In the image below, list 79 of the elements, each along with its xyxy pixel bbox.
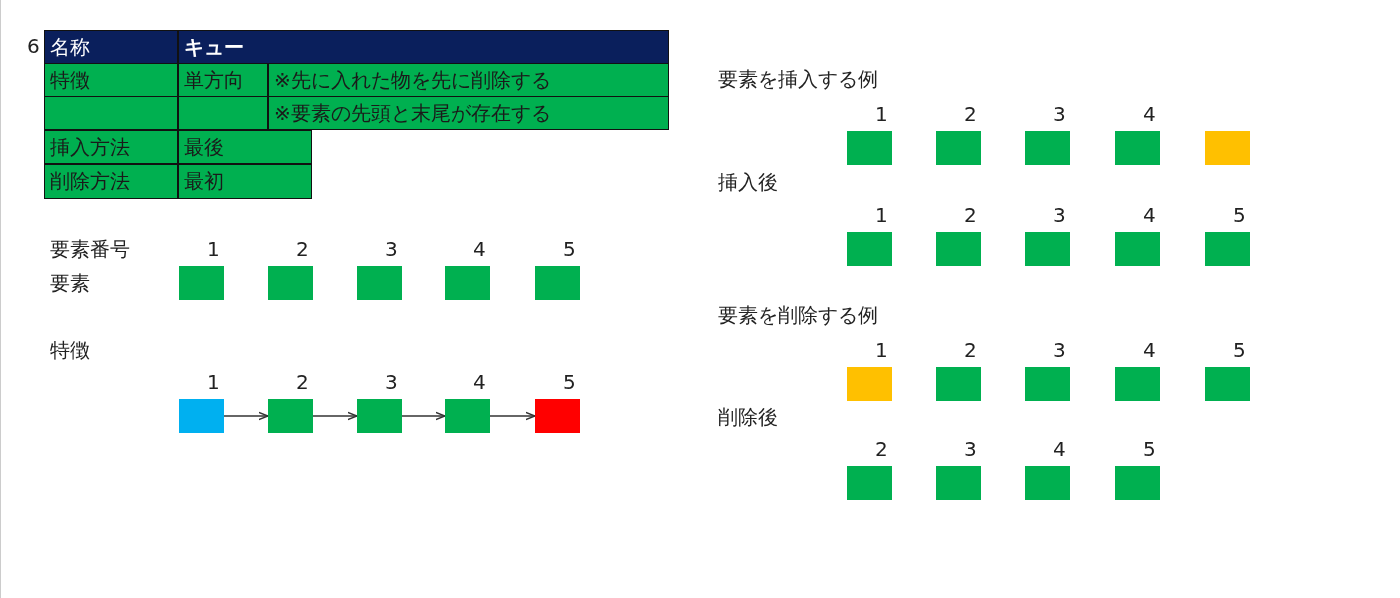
- arrow: [401, 411, 446, 421]
- table-cell: キュー: [178, 30, 669, 64]
- element-number: 1: [207, 237, 220, 261]
- section-heading: 要素を削除する例: [718, 303, 878, 327]
- element-number: 3: [1053, 203, 1066, 227]
- table-cell: 挿入方法: [44, 130, 178, 164]
- element-number: 1: [875, 338, 888, 362]
- element-block: [535, 399, 580, 433]
- element-number: 1: [207, 370, 220, 394]
- element-number: 2: [296, 370, 309, 394]
- element-number: 2: [875, 437, 888, 461]
- element-block: [1115, 131, 1160, 165]
- element-number: 5: [1233, 338, 1246, 362]
- element-block: [357, 399, 402, 433]
- element-number: 4: [1053, 437, 1066, 461]
- element-number: 3: [964, 437, 977, 461]
- element-block: [1115, 232, 1160, 266]
- element-number: 3: [1053, 102, 1066, 126]
- element-number: 5: [1233, 203, 1246, 227]
- element-block: [1025, 131, 1070, 165]
- element-block: [1025, 466, 1070, 500]
- arrow: [489, 411, 536, 421]
- element-block: [1025, 367, 1070, 401]
- element-number: 4: [1143, 203, 1156, 227]
- element-block: [936, 131, 981, 165]
- element-block: [847, 131, 892, 165]
- element-block: [847, 466, 892, 500]
- element-block: [1115, 367, 1160, 401]
- element-block: [357, 266, 402, 300]
- element-number: 3: [385, 237, 398, 261]
- table-cell: 単方向: [178, 63, 268, 97]
- element-number: 1: [875, 102, 888, 126]
- element-number: 3: [1053, 338, 1066, 362]
- row-label: 特徴: [50, 338, 90, 362]
- row-label: 削除後: [718, 405, 778, 429]
- element-number: 4: [1143, 102, 1156, 126]
- element-block: [1205, 232, 1250, 266]
- element-number: 3: [385, 370, 398, 394]
- element-block: [1205, 131, 1250, 165]
- element-block: [535, 266, 580, 300]
- element-number: 4: [473, 370, 486, 394]
- element-block: [445, 399, 490, 433]
- element-number: 2: [964, 338, 977, 362]
- element-block: [1025, 232, 1070, 266]
- table-cell: 削除方法: [44, 164, 178, 199]
- element-block: [936, 367, 981, 401]
- table-cell: 最後: [178, 130, 312, 164]
- element-number: 5: [1143, 437, 1156, 461]
- element-block: [1205, 367, 1250, 401]
- section-heading: 要素を挿入する例: [718, 67, 878, 91]
- element-block: [179, 266, 224, 300]
- table-cell: ※要素の先頭と末尾が存在する: [268, 96, 669, 130]
- element-number: 4: [473, 237, 486, 261]
- element-number: 4: [1143, 338, 1156, 362]
- table-cell: ※先に入れた物を先に削除する: [268, 63, 669, 97]
- arrow: [312, 411, 358, 421]
- element-block: [445, 266, 490, 300]
- element-number: 2: [296, 237, 309, 261]
- element-block: [936, 232, 981, 266]
- table-cell: 名称: [44, 30, 178, 64]
- element-number: 5: [563, 237, 576, 261]
- element-number: 5: [563, 370, 576, 394]
- element-block: [847, 367, 892, 401]
- row-label: 要素番号: [50, 237, 130, 261]
- row-label: 挿入後: [718, 170, 778, 194]
- element-block: [1115, 466, 1160, 500]
- element-block: [179, 399, 224, 433]
- element-block: [847, 232, 892, 266]
- row-label: 要素: [50, 271, 90, 295]
- element-number: 2: [964, 102, 977, 126]
- element-number: 2: [964, 203, 977, 227]
- element-block: [936, 466, 981, 500]
- arrow: [223, 411, 269, 421]
- table-cell: 最初: [178, 164, 312, 199]
- row-number: 6: [27, 34, 40, 58]
- element-number: 1: [875, 203, 888, 227]
- element-block: [268, 399, 313, 433]
- element-block: [268, 266, 313, 300]
- table-cell: 特徴: [44, 63, 178, 97]
